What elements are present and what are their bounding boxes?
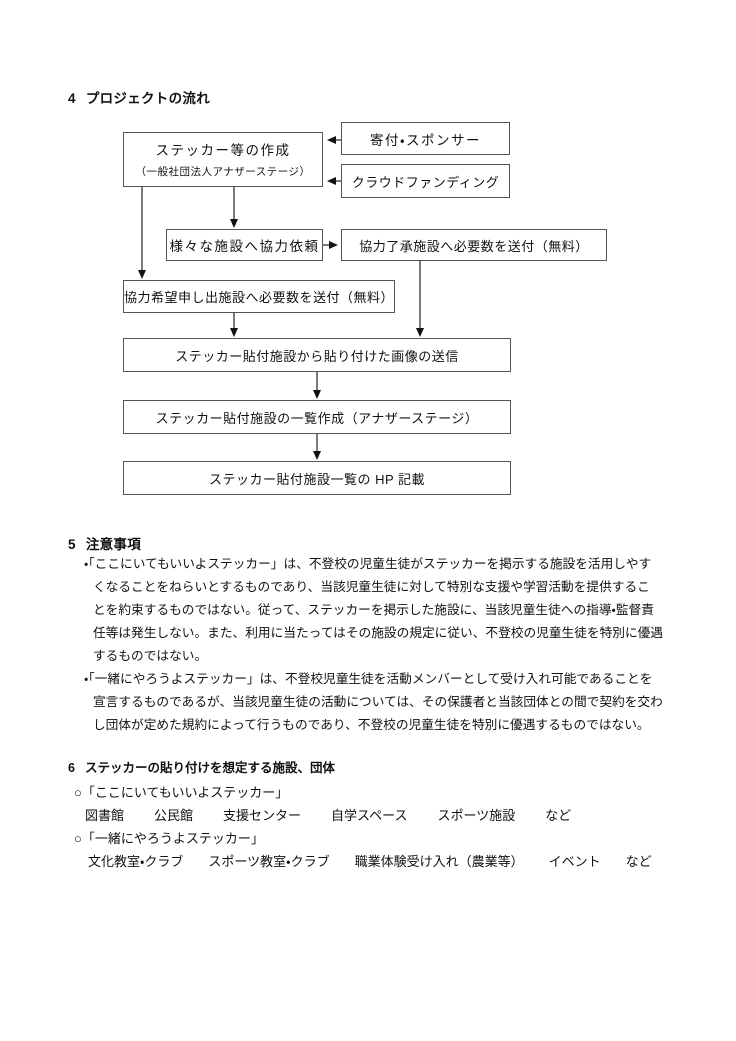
section5-title: 注意事項 — [85, 537, 142, 552]
note1-line1: ・「ここにいてもいいよステッカー」は、不登校の児童生徒がステッカーを掲示する施設… — [84, 557, 652, 571]
project-flowchart: ステッカー等の作成 （一般社団法人アナザーステージ） 寄付・スポンサー クラウド… — [0, 0, 736, 520]
flow-node-send-to-approved: 協力了承施設へ必要数を送付（無料） — [341, 229, 607, 261]
group2-items: 文化教室・クラブ スポーツ教室・クラブ 職業体験受け入れ（農業等） イベント な… — [88, 850, 652, 873]
group2-item: スポーツ教室・クラブ — [208, 854, 330, 869]
note1-line2: くなることをねらいとするものであり、当該児童生徒に対して特別な支援や学習活動を提… — [93, 580, 650, 594]
group1-item: 図書館 — [85, 808, 125, 823]
note2-line2: 宣言するものであるが、当該児童生徒の活動については、その保護者と当該団体との間で… — [93, 695, 663, 709]
flow-node-cooperation-request-label: 様々な施設へ協力依頼 — [169, 239, 320, 254]
flow-node-donation-sponsor: 寄付・スポンサー — [341, 122, 510, 155]
group1-items: 図書館 公民館 支援センター 自学スペース スポーツ施設 など — [85, 804, 571, 827]
notes-body: ・「ここにいてもいいよステッカー」は、不登校の児童生徒がステッカーを掲示する施設… — [84, 553, 684, 737]
group1-item: 公民館 — [154, 808, 194, 823]
flow-node-make-list: ステッカー貼付施設の一覧作成（アナザーステージ） — [123, 400, 511, 434]
group1-item: スポーツ施設 — [437, 808, 516, 823]
section5-heading: 5 注意事項 — [68, 537, 141, 553]
flowchart-connectors — [138, 136, 424, 460]
section4-title: プロジェクトの流れ — [85, 91, 211, 106]
section4-heading: 4 プロジェクトの流れ — [68, 91, 210, 107]
flow-node-hp-listing-label: ステッカー貼付施設一覧の HP 記載 — [208, 471, 426, 487]
flow-node-send-image: ステッカー貼付施設から貼り付けた画像の送信 — [123, 338, 511, 372]
section6-number: 6 — [68, 761, 75, 775]
group2-item: イベント — [548, 854, 601, 869]
flow-node-send-to-approved-label: 協力了承施設へ必要数を送付（無料） — [359, 238, 589, 254]
flow-node-send-image-label: ステッカー貼付施設から貼り付けた画像の送信 — [175, 348, 459, 364]
flow-node-send-to-applicants-label: 協力希望申し出施設へ必要数を送付（無料） — [124, 290, 395, 305]
flow-node-crowdfunding-label: クラウドファンディング — [351, 174, 500, 190]
flow-node-send-to-applicants: 協力希望申し出施設へ必要数を送付（無料） — [123, 280, 395, 313]
section6-title: ステッカーの貼り付けを想定する施設、団体 — [84, 761, 335, 775]
note1-line4: 任等は発生しない。また、利用に当たってはその施設の規定に従い、不登校の児童生徒を… — [93, 626, 664, 640]
group1-label: ○「ここにいてもいいよステッカー」 — [74, 785, 289, 800]
group2-item: 職業体験受け入れ（農業等） — [354, 854, 524, 869]
note1-line5: するものではない。 — [93, 649, 208, 663]
section6-heading: 6 ステッカーの貼り付けを想定する施設、団体 — [68, 760, 335, 776]
flow-node-sticker-creation: ステッカー等の作成 （一般社団法人アナザーステージ） — [123, 132, 323, 187]
section4-number: 4 — [68, 91, 76, 106]
flow-node-make-list-label: ステッカー貼付施設の一覧作成（アナザーステージ） — [155, 410, 479, 426]
flow-node-crowdfunding: クラウドファンディング — [341, 164, 510, 198]
note1-line3: とを約束するものではない。従って、ステッカーを掲示した施設に、当該児童生徒への指… — [93, 603, 654, 617]
group2-item: 文化教室・クラブ — [88, 854, 184, 869]
group2-label: ○「一緒にやろうよステッカー」 — [74, 831, 264, 846]
section5-number: 5 — [68, 537, 76, 552]
note2-line3: し団体が定めた規約によって行うものであり、不登校の児童生徒を特別に優遇するもので… — [93, 718, 650, 732]
flow-node-cooperation-request: 様々な施設へ協力依頼 — [166, 229, 323, 261]
flow-node-hp-listing: ステッカー貼付施設一覧の HP 記載 — [123, 461, 511, 495]
note2-line1: ・「一緒にやろうよステッカー」は、不登校児童生徒を活動メンバーとして受け入れ可能… — [84, 672, 653, 686]
group1-item: 支援センター — [223, 808, 302, 823]
flow-node-sticker-creation-sublabel: （一般社団法人アナザーステージ） — [135, 165, 311, 178]
group1-item-etc: など — [545, 808, 572, 823]
flow-node-donation-sponsor-label: 寄付・スポンサー — [369, 132, 482, 148]
group1-item: 自学スペース — [331, 808, 408, 823]
group2-item-etc: など — [625, 854, 652, 869]
flow-node-sticker-creation-label: ステッカー等の作成 — [155, 142, 291, 158]
